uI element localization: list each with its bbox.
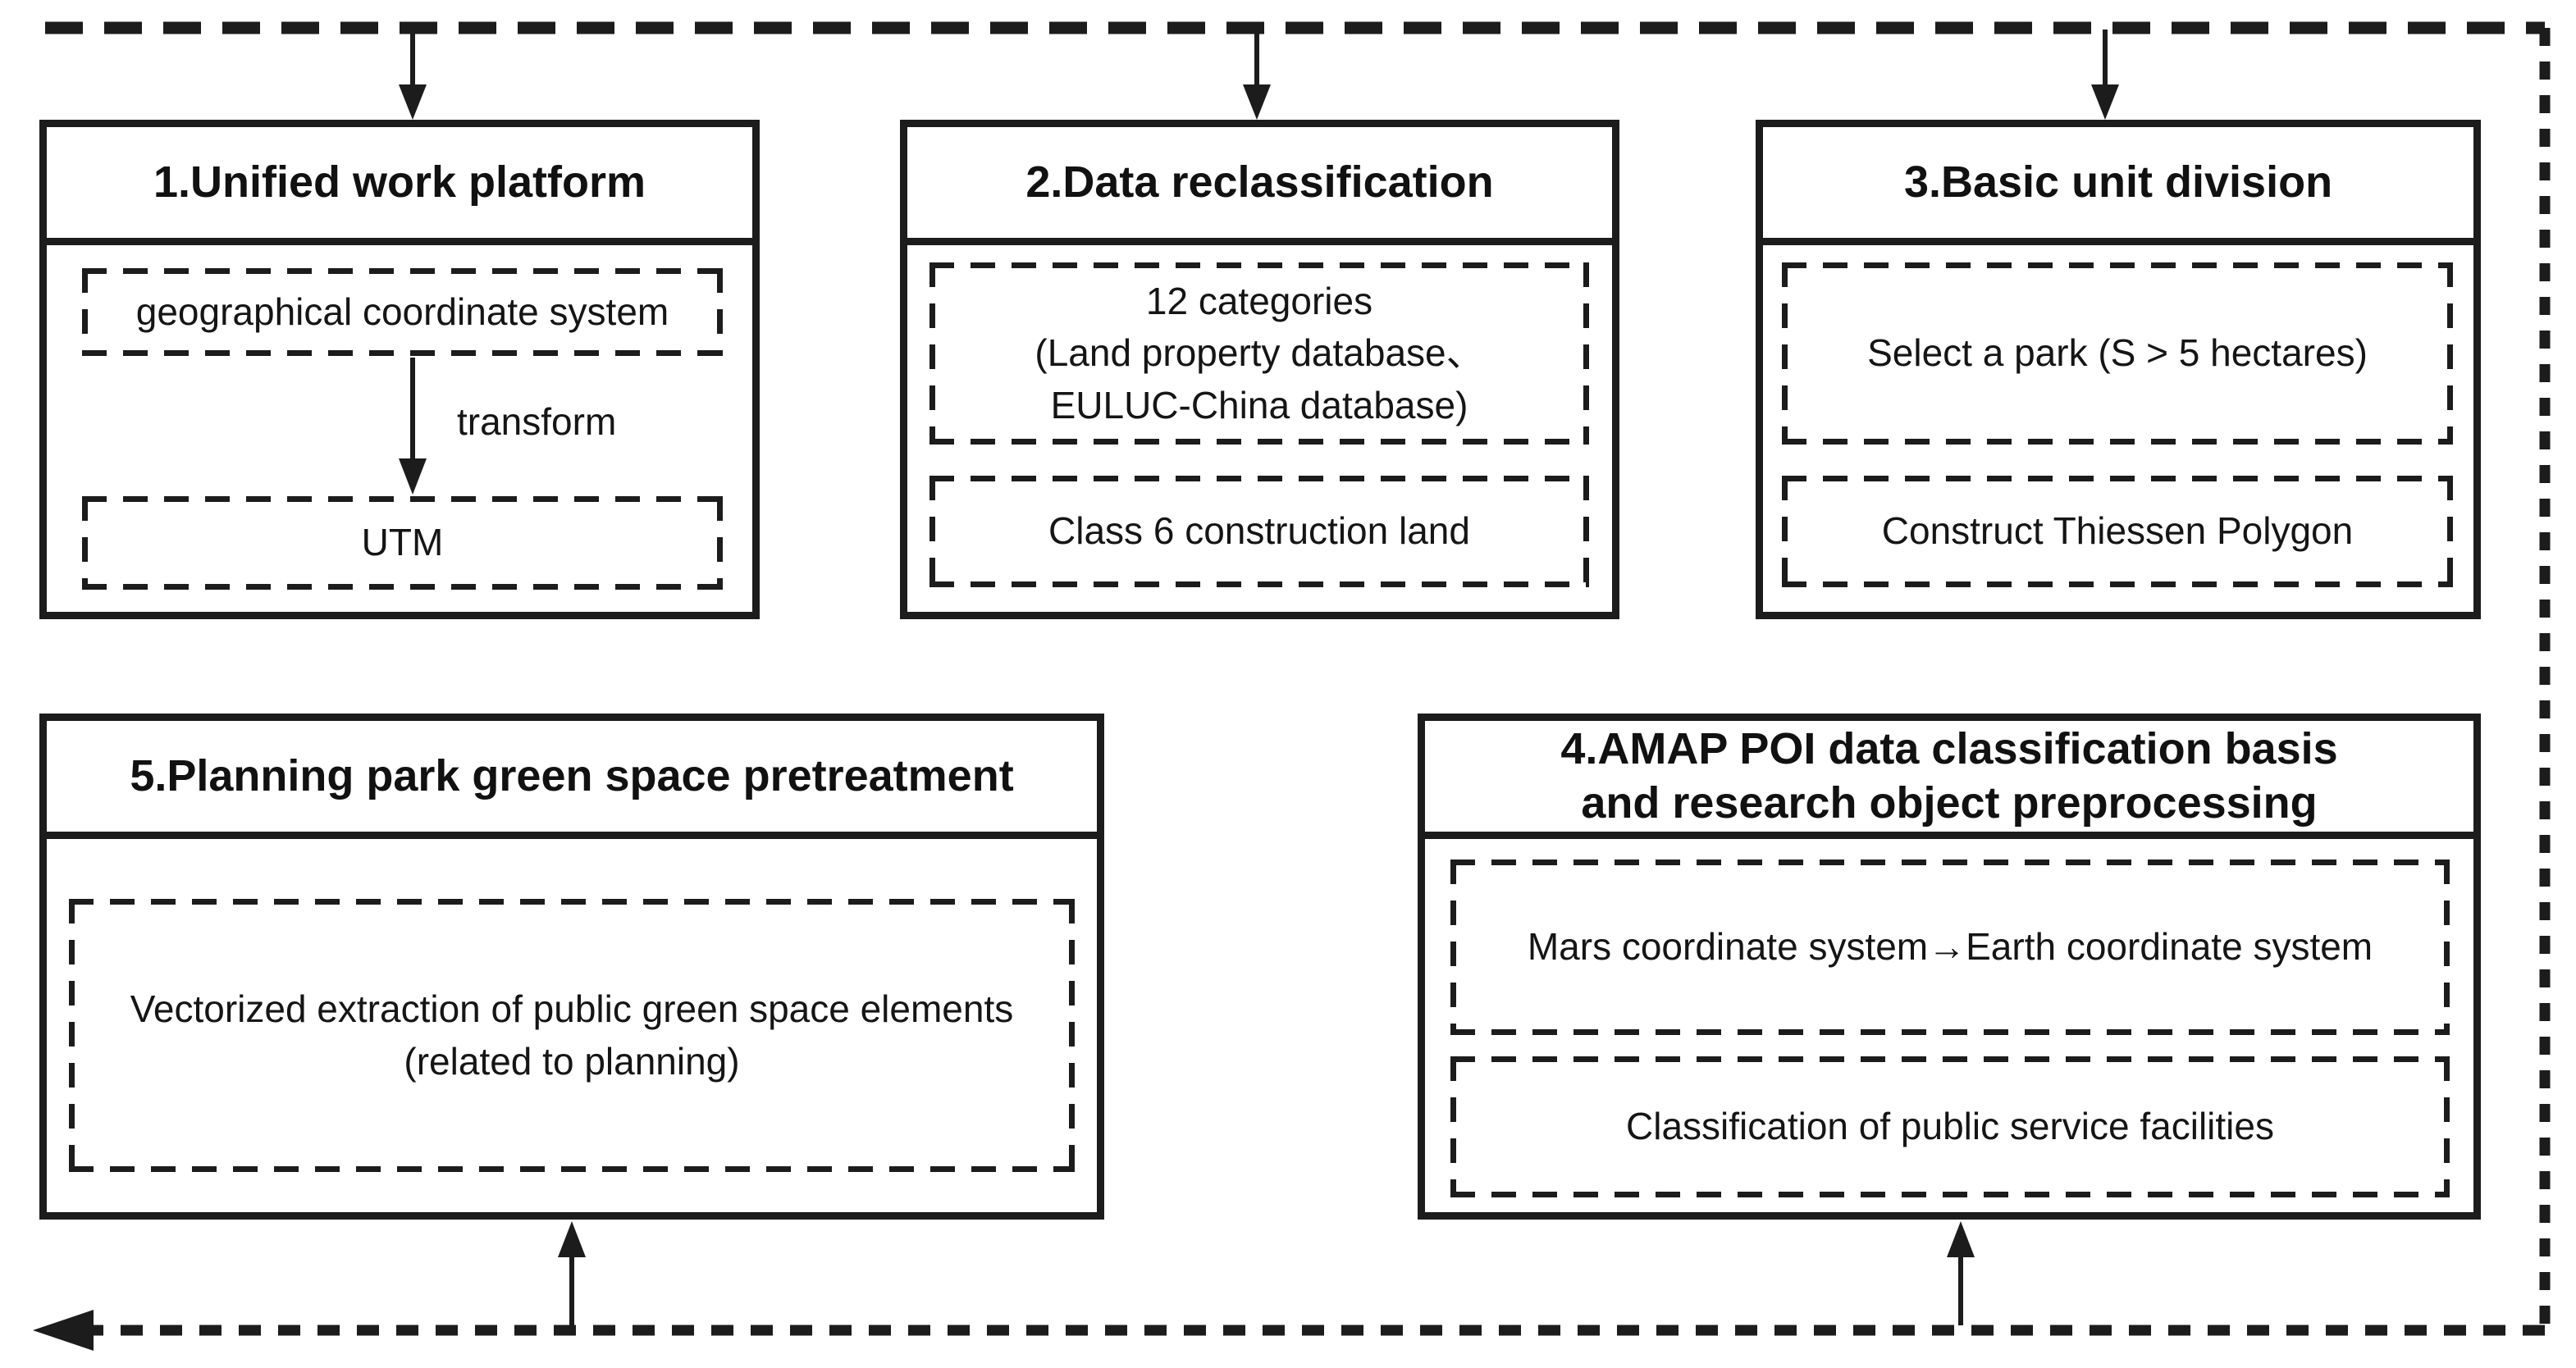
panel-4-title: 4.AMAP POI data classification basis and… [1425, 721, 2473, 839]
arrowhead-into-panel-2-icon [1243, 84, 1271, 120]
step-text-line: EULUC-China database) [1050, 383, 1468, 426]
step-geographical-coordinate-system: geographical coordinate system [82, 268, 723, 356]
panel-4-amap-poi-preprocessing: 4.AMAP POI data classification basis and… [1418, 714, 2481, 1220]
arrowhead-into-panel-3-icon [2091, 84, 2119, 120]
step-text-line: (related to planning) [404, 1039, 740, 1083]
step-construct-thiessen-polygon: Construct Thiessen Polygon [1782, 476, 2453, 587]
panel-1-title: 1.Unified work platform [47, 127, 752, 245]
step-mars-to-earth-coordinate-system: Mars coordinate system→Earth coordinate … [1450, 860, 2450, 1035]
panel-4-title-line: 4.AMAP POI data classification basis [1560, 723, 2338, 773]
panel-3-basic-unit-division: 3.Basic unit division Select a park (S >… [1756, 120, 2481, 619]
step-text-line: (Land property database、 [1035, 331, 1484, 375]
panel-4-title-line: and research object preprocessing [1581, 777, 2318, 828]
panel-2-title: 2.Data reclassification [907, 127, 1612, 245]
step-text-line: 12 categories [1145, 279, 1373, 322]
step-text-line: Vectorized extraction of public green sp… [130, 987, 1014, 1031]
step-classification-of-public-service-facilities: Classification of public service facilit… [1450, 1056, 2450, 1197]
panel-5-title: 5.Planning park green space pretreatment [47, 721, 1097, 839]
step-12-categories: 12 categories (Land property database、 E… [929, 262, 1589, 445]
panel-1-unified-work-platform: 1.Unified work platform geographical coo… [39, 120, 760, 619]
arrowhead-into-panel-5-icon [558, 1221, 586, 1257]
panel-5-planning-park-green-space-pretreatment: 5.Planning park green space pretreatment… [39, 714, 1104, 1220]
step-vectorized-extraction: Vectorized extraction of public green sp… [69, 899, 1075, 1172]
arrowhead-into-panel-4-icon [1947, 1221, 1975, 1257]
step-utm: UTM [82, 496, 723, 590]
panel-2-data-reclassification: 2.Data reclassification 12 categories (L… [900, 120, 1619, 619]
step-class-6-construction-land: Class 6 construction land [929, 476, 1589, 587]
bottom-left-arrowhead-icon [33, 1310, 94, 1351]
transform-arrow-label: transform [457, 400, 617, 443]
step-select-a-park: Select a park (S > 5 hectares) [1782, 262, 2453, 445]
arrowhead-into-panel-1-icon [399, 84, 427, 120]
panel-3-title: 3.Basic unit division [1763, 127, 2473, 245]
